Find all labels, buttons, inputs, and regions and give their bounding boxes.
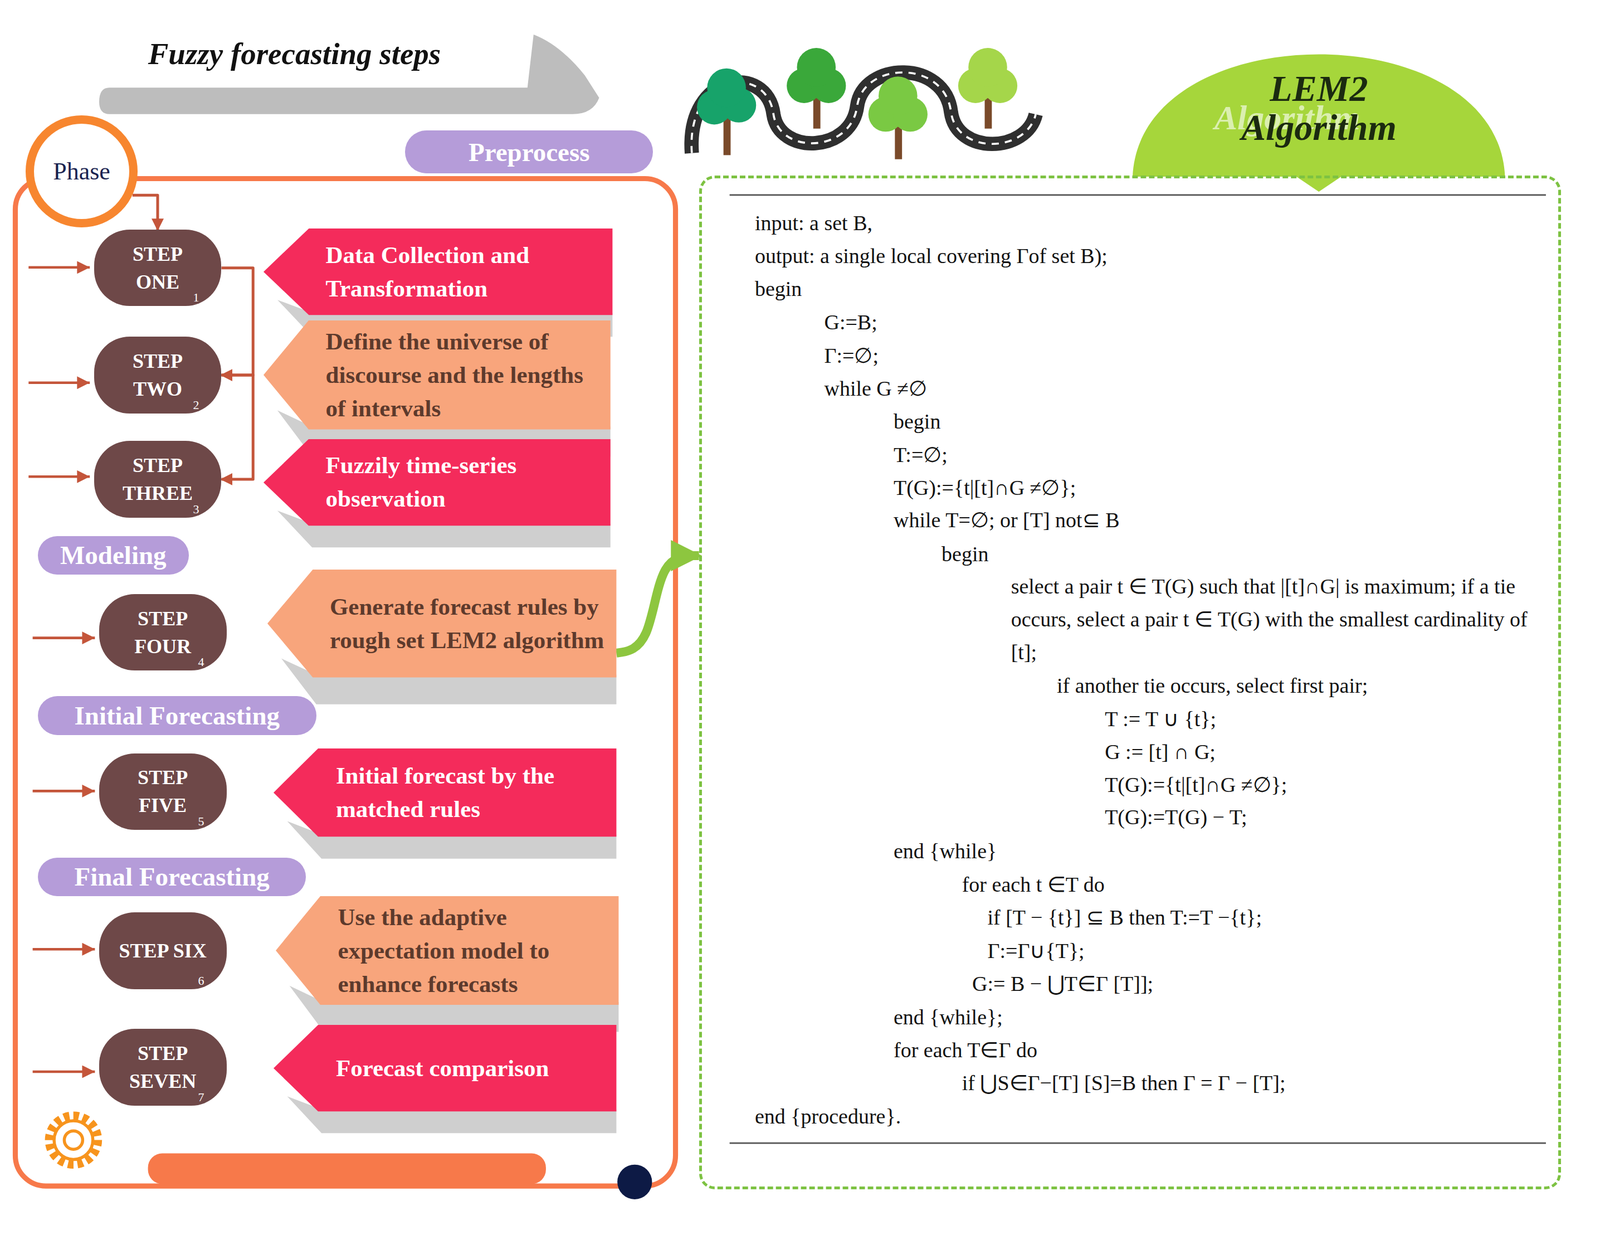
pseudocode-line: Γ:=Γ∪{T};	[987, 934, 1085, 968]
step-label: STEP ONE	[113, 240, 203, 296]
pseudocode-line: for each T∈Γ do	[893, 1033, 1038, 1067]
step-banner: Define the universe of discourse and the…	[263, 320, 611, 457]
algorithm-box: input: a set B,output: a single local co…	[699, 175, 1562, 1189]
pseudocode-line: T:=∅;	[893, 438, 948, 472]
step-number: 7	[198, 1089, 205, 1105]
node-label: Define the universe of discourse and the…	[325, 324, 600, 426]
node-label: LEM2 Algorithm	[1207, 69, 1431, 148]
node-label: Final Forecasting	[74, 861, 270, 892]
step-number: 2	[192, 397, 199, 413]
step-label: STEP SIX	[118, 936, 208, 965]
connector-arrow	[221, 267, 253, 375]
step-oval: STEP SIX 6	[99, 911, 227, 989]
pseudocode-line: while G ≠∅	[823, 372, 928, 406]
banner-fill	[267, 569, 617, 677]
road-trees	[691, 47, 1036, 160]
pseudocode-line: G:= B − ⋃T∈Γ [T]];	[972, 967, 1154, 1000]
pseudocode-line: if ⋃S∈Γ−[T] [S]=B then Γ = Γ − [T];	[962, 1066, 1286, 1100]
title-dome: LEM2 AlgorithmAlgorithm	[1132, 40, 1506, 192]
algorithm-rules	[729, 194, 1546, 1143]
step-oval: STEP SEVEN7	[99, 1028, 227, 1105]
pseudocode-line: G:=B;	[823, 305, 877, 339]
step-oval: STEP THREE3	[94, 440, 222, 517]
pseudocode-line: G := [t] ∩ G;	[1104, 735, 1216, 769]
step-oval: STEP FIVE5	[99, 753, 227, 830]
panel-bar	[148, 1152, 546, 1184]
pseudocode-line: end {while}	[893, 834, 997, 868]
gear-icon	[49, 1115, 99, 1165]
step-oval: STEP ONE1	[94, 229, 222, 306]
pseudocode-line: while T=∅; or [T] not⊆ B	[893, 503, 1120, 537]
connector-arrow	[221, 374, 253, 480]
step-number: 4	[198, 654, 205, 670]
banner-fill	[263, 228, 613, 315]
section-band: Preprocess	[405, 130, 653, 174]
step-label: STEP FIVE	[118, 763, 208, 819]
pseudocode-line: output: a single local covering Γof set …	[754, 239, 1108, 273]
pseudocode-line: end {while};	[893, 1000, 1003, 1034]
node-label: Forecast comparison	[335, 1051, 550, 1085]
node-label: Initial forecast by the matched rules	[335, 758, 606, 826]
section-band: Final Forecasting	[37, 857, 307, 897]
pseudocode-line: T(G):=T(G) − T;	[1104, 800, 1247, 834]
connector-arrow	[132, 194, 158, 230]
node-label: Generate forecast rules by rough set LEM…	[329, 589, 606, 657]
pseudocode-line: input: a set B,	[754, 206, 873, 240]
section-band: Modeling	[37, 535, 189, 575]
panel-dot	[617, 1164, 652, 1199]
step-banner: Use the adaptive expectation model to en…	[275, 895, 619, 1032]
pseudocode-line: T := T ∪ {t};	[1104, 702, 1217, 736]
pseudocode-line: select a pair t ∈ T(G) such that |[t]∩G|…	[1011, 569, 1553, 669]
step-oval: STEP FOUR4	[99, 593, 227, 671]
banner-fill	[273, 1024, 617, 1111]
step-label: STEP TWO	[113, 347, 203, 403]
step-number: 1	[192, 290, 199, 305]
step-number: 3	[192, 501, 199, 517]
banner-fill	[263, 320, 611, 429]
pseudocode-line: begin	[941, 537, 989, 571]
banner-fill	[273, 748, 617, 837]
node-label: Fuzzy forecasting steps	[148, 36, 600, 72]
pseudocode-line: T(G):={t|[t]∩G ≠∅};	[1104, 768, 1287, 802]
step-number: 6	[198, 973, 205, 988]
phase-circle: Phase	[25, 115, 138, 228]
title-arrow: Fuzzy forecasting steps	[99, 28, 600, 115]
phase-panel	[15, 178, 676, 1186]
pseudocode-line: if [T − {t}] ⊆ B then T:=T −{t};	[987, 900, 1262, 934]
step-banner: Generate forecast rules by rough set LEM…	[267, 569, 617, 705]
pseudocode-line: begin	[754, 272, 802, 306]
section-band: Initial Forecasting	[37, 695, 317, 735]
node-label: Modeling	[60, 539, 167, 570]
step-label: STEP SEVEN	[118, 1038, 208, 1095]
pseudocode-line: begin	[893, 405, 941, 438]
pseudocode-line: for each t ∈T do	[962, 867, 1105, 901]
connector-arrow	[616, 555, 699, 653]
pseudocode-line: Γ:=∅;	[823, 339, 879, 373]
step-banner: Initial forecast by the matched rules	[273, 748, 617, 859]
pseudocode-line: T(G):={t|[t]∩G ≠∅};	[893, 471, 1076, 505]
node-label: Fuzzily time-series observation	[325, 448, 600, 516]
step-banner: Fuzzily time-series observation	[263, 438, 611, 548]
banner-fill	[263, 438, 611, 526]
node-label: Data Collection and Transformation	[325, 238, 602, 306]
step-oval: STEP TWO2	[94, 336, 222, 413]
node-label: Preprocess	[468, 137, 590, 168]
node-label: Use the adaptive expectation model to en…	[338, 900, 608, 1001]
banner-fill	[275, 895, 619, 1005]
step-label: STEP FOUR	[118, 604, 208, 661]
node-label: Phase	[52, 157, 111, 186]
pseudocode-line: if another tie occurs, select first pair…	[1056, 669, 1368, 702]
step-number: 5	[198, 813, 205, 829]
node-label: Initial Forecasting	[74, 700, 280, 731]
step-banner: Forecast comparison	[273, 1024, 617, 1133]
step-label: STEP THREE	[113, 451, 203, 507]
input-arrows	[28, 267, 95, 1072]
pseudocode-line: end {procedure}.	[754, 1099, 901, 1133]
